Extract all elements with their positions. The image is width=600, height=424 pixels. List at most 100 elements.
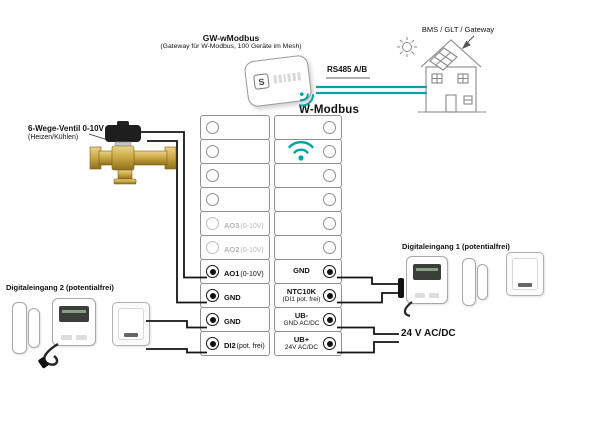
terminal-row-empty: [200, 163, 270, 188]
gateway-device: S: [243, 54, 313, 108]
terminal-row-empty: [274, 115, 342, 140]
terminal-row-empty: [274, 211, 342, 236]
terminal-row-di2: DI2(pot. frei): [200, 331, 270, 356]
terminal-row-empty: [200, 115, 270, 140]
terminal-row-gnd-2: GND: [200, 307, 270, 332]
terminal-circle: [206, 121, 219, 134]
terminal-name: AO3: [224, 220, 240, 230]
terminal-row-ub-plus: UB+24V AC/DC: [274, 331, 342, 356]
terminal-row-empty: [200, 187, 270, 212]
terminal-suffix: (DI1 pot. frei): [282, 296, 321, 304]
terminal-row-gnd-right: GND: [274, 259, 342, 284]
house-icon: [418, 39, 486, 113]
gateway-label: GW-wModbus (Gateway für W-Modbus, 100 Ge…: [150, 33, 312, 51]
terminal-name: AO1: [224, 268, 240, 278]
terminal-circle: [206, 193, 219, 206]
bms-arrow-icon: [461, 35, 475, 50]
digital-input-2-label: Digitaleingang 2 (potentialfrei): [6, 283, 114, 292]
terminal-name: GND: [293, 266, 310, 276]
transmitter-icon: [406, 256, 448, 304]
terminal-column-right: GND NTC10K(DI1 pot. frei) UB-GND AC/DC U…: [274, 115, 342, 356]
transmitter-buttons: [61, 335, 87, 340]
wire-di2-signal: [146, 348, 207, 354]
valve-label: 6-Wege-Ventil 0-10V (Heizen/Kühlen): [28, 124, 104, 143]
wire-power-plus: [337, 341, 399, 354]
terminal-circle: [323, 265, 336, 278]
terminal-circle: [206, 289, 219, 302]
wmodbus-label: W-Modbus: [299, 104, 360, 116]
terminal-suffix: 24V AC/DC: [284, 344, 319, 352]
terminal-name: NTC10K: [286, 286, 317, 296]
cable-icon: [403, 301, 413, 318]
terminal-circle: [323, 313, 336, 326]
valve-label-line1: 6-Wege-Ventil 0-10V: [28, 124, 104, 133]
terminal-circle: [323, 217, 336, 230]
terminal-circle: [323, 145, 336, 158]
transmitter-display: [59, 306, 89, 322]
terminal-suffix: (pot. frei): [236, 342, 265, 350]
terminal-suffix: (0-10V): [240, 270, 264, 278]
terminal-suffix: (0-10V): [240, 246, 264, 254]
cable-icon: [43, 342, 59, 366]
rs485-bus-lines: [316, 85, 427, 95]
rs485-label: RS485 A/B: [327, 65, 368, 74]
terminal-circle: [323, 337, 336, 350]
terminal-row-ao2: AO2(0-10V): [200, 235, 270, 260]
transmitter-display: [413, 264, 441, 280]
terminal-row-ao3: AO3(0-10V): [200, 211, 270, 236]
connector-plug-icon: [38, 357, 49, 369]
terminal-column-left: AO3(0-10V) AO2(0-10V) AO1(0-10V) GND GND…: [200, 115, 270, 356]
terminal-circle: [206, 145, 219, 158]
terminal-circle: [206, 217, 219, 230]
terminal-circle: [206, 265, 219, 278]
digital-input-1-label: Digitaleingang 1 (potentialfrei): [402, 242, 510, 251]
terminal-row-ao1: AO1(0-10V): [200, 259, 270, 284]
terminal-suffix: (0-10V): [240, 222, 264, 230]
terminal-suffix: GND AC/DC: [283, 320, 320, 328]
terminal-row-empty: [200, 139, 270, 164]
wire-di1-gnd: [337, 276, 403, 285]
wire-di2-gnd: [146, 320, 207, 329]
power-label: 24 V AC/DC: [401, 328, 456, 339]
wall-switch-icon: [112, 302, 150, 346]
terminal-row-empty: [274, 235, 342, 260]
door-contact-icon: [12, 302, 27, 354]
terminal-row-ub-minus: UB-GND AC/DC: [274, 307, 342, 332]
door-contact-icon: [462, 258, 476, 306]
sun-icon: [397, 37, 417, 57]
wire-valve-ao1: [141, 131, 207, 279]
connector-plug-icon: [398, 278, 404, 298]
gateway-subtitle: (Gateway für W-Modbus, 100 Geräte im Mes…: [160, 43, 302, 51]
terminal-circle: [323, 241, 336, 254]
wall-switch-icon: [506, 252, 544, 296]
terminal-circle: [323, 169, 336, 182]
terminal-name: AO2: [224, 244, 240, 254]
wire-di1-ntc: [337, 292, 403, 304]
gateway-pins: [273, 72, 302, 84]
terminal-row-gnd-1: GND: [200, 283, 270, 308]
terminal-name: GND: [224, 292, 241, 302]
transmitter-buttons: [415, 293, 439, 298]
door-contact-icon: [28, 308, 40, 348]
wire-power-minus: [337, 326, 399, 335]
terminal-circle: [323, 289, 336, 302]
terminal-circle: [323, 121, 336, 134]
wire-valve-gnd: [147, 140, 207, 304]
transmitter-icon: [52, 298, 96, 346]
terminal-circle: [206, 337, 219, 350]
valve-label-line2: (Heizen/Kühlen): [28, 134, 79, 141]
terminal-circle: [323, 193, 336, 206]
terminal-row-ntc10k: NTC10K(DI1 pot. frei): [274, 283, 342, 308]
terminal-row-empty: [274, 187, 342, 212]
terminal-name: GND: [224, 316, 241, 326]
terminal-name: UB+: [293, 334, 310, 344]
terminal-name: UB-: [294, 310, 309, 320]
gateway-title: GW-wModbus: [202, 33, 260, 43]
bms-label: BMS / GLT / Gateway: [421, 25, 495, 34]
wires: [141, 131, 403, 354]
terminal-row-empty: [274, 139, 342, 164]
gateway-logo: S: [253, 73, 270, 90]
terminal-row-empty: [274, 163, 342, 188]
door-contact-icon: [477, 264, 488, 300]
